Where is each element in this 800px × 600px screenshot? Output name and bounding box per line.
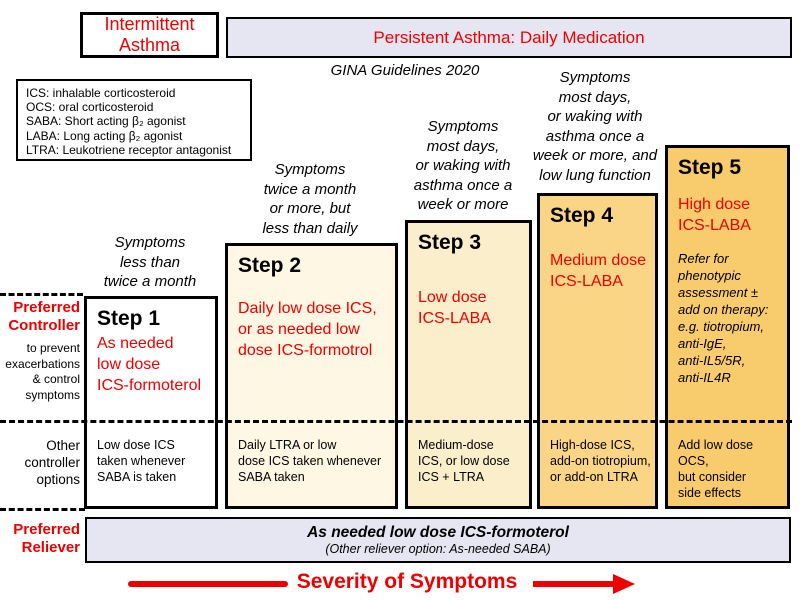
persistent-asthma-box: Persistent Asthma: Daily Medication [226, 17, 792, 58]
severity-of-symptoms-label: Severity of Symptoms [296, 570, 518, 593]
intermittent-asthma-box: Intermittent Asthma [80, 12, 219, 58]
severity-arrow-shaft [533, 581, 615, 587]
severity-right-arrow-icon [613, 574, 635, 594]
step2-title: Step 2 [238, 254, 302, 277]
step4-treatment: Medium dose ICS-LABA [550, 252, 647, 290]
step5-treatment: High dose ICS-LABA [678, 196, 751, 234]
symptom-header-step4: Symptoms most days, or waking with asthm… [532, 69, 658, 184]
controller-row-top-divider [0, 293, 83, 296]
reliever-alternative-text: (Other reliever option: As-needed SABA) [325, 541, 551, 556]
step4-other-options: High-dose ICS, add-on tiotropium, or add… [550, 438, 651, 484]
step5-title: Step 5 [678, 156, 742, 179]
severity-line-segment [128, 581, 288, 587]
legend-item-ics: ICS: inhalable corticosteroid [26, 86, 176, 100]
controller-options-divider [0, 420, 792, 423]
controller-purpose-note: to prevent exacerbations & control sympt… [5, 341, 80, 402]
step2-box: Step 2 Daily low dose ICS, or as needed … [225, 243, 398, 509]
legend-item-saba: SABA: Short acting β₂ agonist [26, 114, 186, 129]
step4-box: Step 4 Medium dose ICS-LABA High-dose IC… [537, 193, 658, 509]
symptom-header-step2: Symptoms twice a month or more, but less… [262, 161, 358, 237]
step3-box: Step 3 Low dose ICS-LABA Medium-dose ICS… [405, 220, 532, 509]
symptom-header-step3: Symptoms most days, or waking with asthm… [413, 118, 513, 213]
other-controller-options-label: Other controller options [24, 438, 80, 487]
step2-other-options: Daily LTRA or low dose ICS taken wheneve… [238, 438, 382, 484]
step3-title: Step 3 [418, 231, 482, 254]
preferred-controller-label: Preferred Controller [8, 299, 80, 334]
legend-item-laba: LABA: Long acting β₂ agonist [26, 128, 183, 143]
step3-other-options: Medium-dose ICS, or low dose ICS + LTRA [418, 438, 510, 484]
gina-guidelines-subtitle: GINA Guidelines 2020 [330, 62, 480, 79]
step1-treatment: As needed low dose ICS-formoterol [97, 335, 202, 394]
preferred-reliever-bar: As needed low dose ICS-formoterol (Other… [85, 517, 791, 563]
reliever-main-text: As needed low dose ICS-formoterol [307, 523, 569, 541]
step1-title: Step 1 [97, 307, 161, 330]
step1-other-options: Low dose ICS taken whenever SABA is take… [97, 438, 186, 484]
step4-title: Step 4 [550, 204, 614, 227]
persistent-asthma-label: Persistent Asthma: Daily Medication [373, 27, 645, 47]
reliever-row-divider [0, 508, 85, 511]
symptom-header-step1: Symptoms less than twice a month [103, 234, 197, 290]
preferred-reliever-label: Preferred Reliever [13, 521, 80, 556]
step1-box: Step 1 As needed low dose ICS-formoterol… [84, 296, 218, 509]
step5-referral-note: Refer for phenotypic assessment ± add on… [678, 251, 769, 385]
step5-box: Step 5 High dose ICS-LABA Refer for phen… [665, 145, 790, 509]
step2-treatment: Daily low dose ICS, or as needed low dos… [238, 300, 377, 359]
intermittent-asthma-label: Intermittent Asthma [104, 14, 195, 55]
step3-treatment: Low dose ICS-LABA [418, 289, 491, 327]
abbreviation-legend: ICS: inhalable corticosteroid OCS: oral … [16, 79, 252, 161]
legend-item-ltra: LTRA: Leukotriene receptor antagonist [26, 142, 232, 157]
legend-item-ocs: OCS: oral corticosteroid [26, 100, 154, 115]
step5-other-options: Add low dose OCS, but consider side effe… [678, 438, 754, 500]
